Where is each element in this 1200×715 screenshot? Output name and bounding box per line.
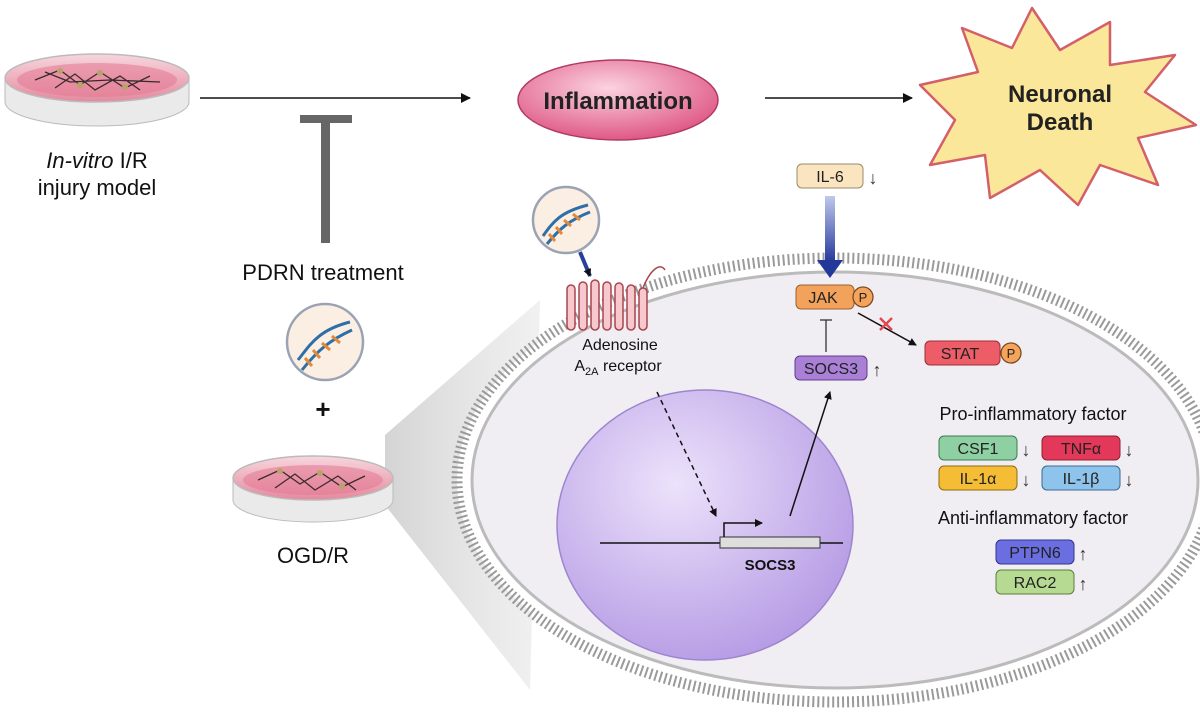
neuronal-death-line1: Neuronal bbox=[1008, 81, 1112, 108]
socs3-gene-box bbox=[719, 536, 821, 549]
plus-sign: + bbox=[315, 394, 330, 424]
ptpn6-label: PTPN6 bbox=[1009, 545, 1061, 562]
il6-label: IL-6 bbox=[816, 169, 844, 186]
ogd-dish bbox=[232, 455, 394, 523]
receptor-label-line2: A2A receptor bbox=[574, 358, 662, 378]
inflammation-label: Inflammation bbox=[543, 88, 692, 115]
neuronal-death-burst bbox=[918, 6, 1198, 207]
csf1-down-arrow: ↓ bbox=[1022, 440, 1031, 460]
rac2-up-arrow: ↑ bbox=[1079, 574, 1088, 594]
il6-box bbox=[796, 163, 864, 189]
il1b-label: IL-1β bbox=[1063, 471, 1100, 488]
tnfa-box bbox=[1041, 435, 1121, 461]
injury-model-dish bbox=[4, 53, 190, 127]
ptpn6-box bbox=[995, 539, 1075, 565]
socs3-box bbox=[794, 355, 868, 381]
il6-to-jak-arrow-shaft bbox=[825, 196, 835, 262]
rac2-label: RAC2 bbox=[1014, 575, 1057, 592]
adenosine-a2a-receptor bbox=[566, 266, 666, 331]
inflammation-node bbox=[517, 59, 719, 141]
anti-inflammatory-title: Anti-inflammatory factor bbox=[938, 508, 1128, 528]
pdrn-dna-icon-small bbox=[531, 185, 601, 255]
il1a-down-arrow: ↓ bbox=[1022, 470, 1031, 490]
inhibition-symbol bbox=[300, 115, 352, 243]
jak-phospho-label: P bbox=[859, 290, 868, 305]
nucleus bbox=[556, 389, 854, 661]
tnfa-down-arrow: ↓ bbox=[1125, 440, 1134, 460]
receptor-label-line1: Adenosine bbox=[582, 337, 658, 354]
jak-phospho-icon bbox=[852, 286, 874, 308]
stat-phospho-label: P bbox=[1007, 346, 1016, 361]
jak-to-stat-arrow bbox=[857, 312, 917, 346]
il1b-box bbox=[1041, 465, 1121, 491]
jak-label: JAK bbox=[808, 290, 838, 307]
stat-phospho-icon bbox=[1000, 342, 1022, 364]
il1a-label: IL-1α bbox=[960, 471, 997, 488]
neuronal-death-line2: Death bbox=[1027, 109, 1094, 136]
socs3-label: SOCS3 bbox=[804, 361, 858, 378]
blocked-cross-icon bbox=[879, 317, 893, 331]
ogd-label: OGD/R bbox=[277, 543, 349, 568]
socs3-up-arrow: ↑ bbox=[873, 360, 882, 380]
il1b-down-arrow: ↓ bbox=[1125, 470, 1134, 490]
injury-model-label-line2: injury model bbox=[38, 175, 157, 200]
stat-box bbox=[924, 340, 1001, 366]
il6-to-jak-arrow-head bbox=[817, 260, 843, 278]
dna-to-receptor-arrow bbox=[578, 251, 592, 277]
ptpn6-up-arrow: ↑ bbox=[1079, 544, 1088, 564]
gene-to-socs3-arrow bbox=[789, 391, 832, 517]
csf1-label: CSF1 bbox=[958, 441, 999, 458]
injury-model-label: In-vitro I/R bbox=[46, 148, 147, 173]
pro-inflammatory-title: Pro-inflammatory factor bbox=[939, 404, 1126, 424]
pdrn-treatment-label: PDRN treatment bbox=[242, 260, 403, 285]
tnfa-label: TNFα bbox=[1061, 441, 1101, 458]
stat-label: STAT bbox=[941, 346, 980, 363]
rac2-box bbox=[995, 569, 1075, 595]
csf1-box bbox=[938, 435, 1018, 461]
promoter-arrow bbox=[723, 519, 763, 537]
socs3-gene-label: SOCS3 bbox=[745, 557, 796, 574]
receptor-to-gene-arrow bbox=[656, 391, 717, 517]
il1a-box bbox=[938, 465, 1018, 491]
il6-down-arrow: ↓ bbox=[869, 168, 878, 188]
pdrn-dna-icon bbox=[285, 302, 365, 382]
